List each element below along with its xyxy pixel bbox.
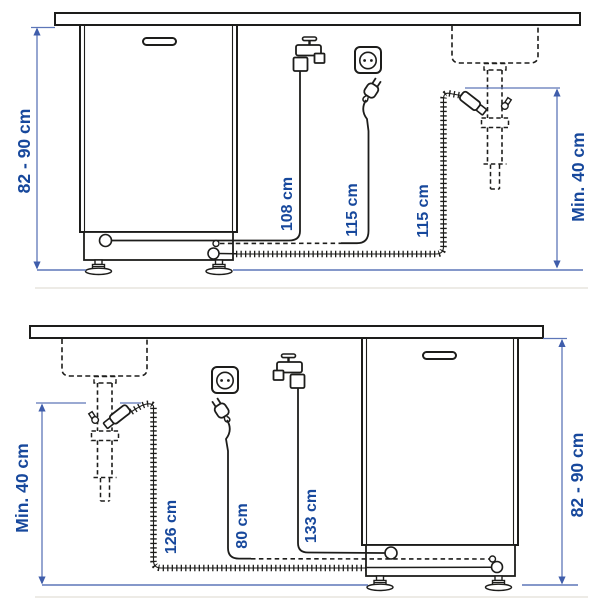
dimension-min-drain-height [465,87,561,269]
power-outlet-icon [211,366,239,394]
floor-shadow-line [35,596,588,598]
drain-hose-connector-icon [101,403,133,431]
diagram-dishwasher-right-of-sink: Min. 40 cm 126 cm 80 cm 133 cm 82 - 90 c… [0,300,600,600]
dimension-label-cabinet-height: 82 - 90 cm [567,432,587,518]
power-cord-connection [212,239,220,248]
drain-hose-connection [490,560,504,574]
door-handle-icon [142,37,177,46]
dimension-label-power-cord: 115 cm [344,183,361,237]
sink-icon [451,26,539,71]
adjustable-foot-icon [84,259,113,276]
drain-hose [207,90,462,260]
hose-clamp-icon [499,96,514,112]
dimension-label-drain-hose: 115 cm [415,184,432,238]
power-plug-icon [208,395,235,426]
water-supply-hose [297,388,398,560]
dimension-label-min-drain-height: Min. 40 cm [12,443,32,533]
drain-hose [129,400,504,574]
adjustable-foot-icon [366,575,394,592]
dishwasher [79,24,238,276]
adjustable-foot-icon [484,575,513,592]
power-outlet-icon [354,46,382,74]
power-cord [225,419,497,563]
dimension-label-power-cord: 80 cm [234,503,251,549]
adjustable-foot-icon [205,259,233,276]
water-supply-hose [98,71,301,248]
floor-shadow-line [35,287,588,289]
power-cord-connection [488,555,497,563]
dimension-min-drain-height [36,402,141,585]
dimension-label-cabinet-height: 82 - 90 cm [14,108,34,194]
drain-hose-connector-icon [457,89,489,118]
faucet-icon [272,352,306,390]
drain-hose-connection [207,247,220,260]
dimension-cabinet-height [543,337,567,585]
dimension-label-min-drain-height: Min. 40 cm [568,132,588,222]
water-inlet-connection [384,546,398,560]
dimension-label-water-hose: 108 cm [279,176,296,232]
countertop [29,325,544,339]
door-handle-icon [422,351,457,360]
drain-trap-icon [480,70,510,190]
diagram-dishwasher-left-of-sink: 82 - 90 cm 108 cm 115 cm 115 cm Min. 40 … [14,12,588,289]
dimension-cabinet-height [31,26,55,270]
power-plug-icon [358,75,385,106]
power-cord [212,99,370,248]
water-inlet-connection [98,233,113,248]
faucet-icon [292,35,326,73]
dimension-label-drain-hose: 126 cm [163,499,180,555]
drain-trap-icon [90,383,120,502]
countertop [54,12,581,26]
dimension-label-water-hose: 133 cm [303,488,320,544]
sink-icon [61,339,148,384]
dishwasher [361,337,519,592]
